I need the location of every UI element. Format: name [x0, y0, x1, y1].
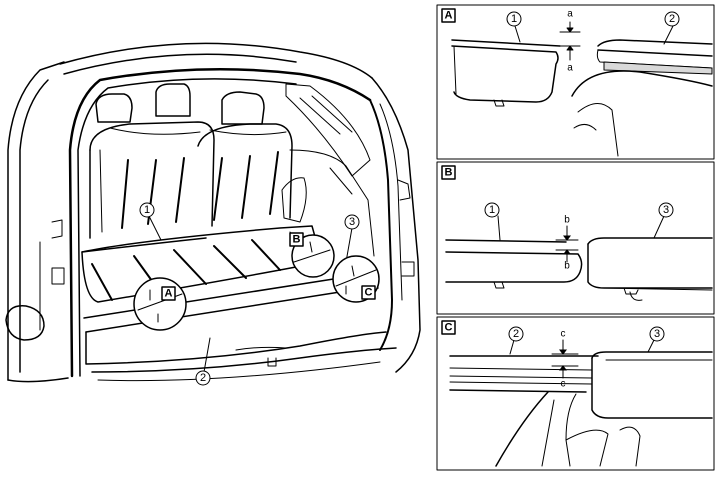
callout-part-3-label: 3 [349, 216, 355, 228]
detail-b-callout-left: 1 [484, 202, 500, 218]
callout-part-3: 3 [344, 214, 360, 230]
detail-b-header: B [441, 165, 456, 180]
detail-marker-b-label: B [293, 234, 301, 246]
detail-a-callout-left-label: 1 [511, 13, 517, 25]
detail-a-callout-right: 2 [664, 11, 680, 27]
detail-b-callout-right: 3 [658, 202, 674, 218]
detail-c-title: C [445, 322, 453, 334]
detail-panel-c [436, 316, 715, 471]
detail-a-callout-right-label: 2 [669, 13, 675, 25]
detail-c-callout-right-label: 3 [654, 328, 660, 340]
callout-part-1: 1 [139, 202, 155, 218]
detail-a-gap-label-bottom: a [567, 63, 573, 74]
detail-a-title: A [445, 10, 453, 22]
detail-marker-b: B [289, 232, 304, 247]
detail-marker-a-label: A [165, 288, 173, 300]
detail-panel-a [436, 4, 715, 160]
detail-b-title: B [445, 167, 453, 179]
detail-b-gap-label-bottom: b [564, 261, 570, 272]
detail-c-gap-label-top: c [561, 329, 566, 340]
callout-part-2: 2 [195, 370, 211, 386]
detail-a-callout-left: 1 [506, 11, 522, 27]
detail-b-callout-left-label: 1 [489, 204, 495, 216]
detail-marker-a: A [161, 286, 176, 301]
detail-c-callout-right: 3 [649, 326, 665, 342]
detail-a-gap-label-top: a [567, 9, 573, 20]
detail-a-header: A [441, 8, 456, 23]
callout-part-1-label: 1 [144, 204, 150, 216]
detail-marker-c-label: C [365, 287, 373, 299]
detail-c-header: C [441, 320, 456, 335]
vehicle-rear-overview [5, 42, 421, 383]
detail-b-gap-label-top: b [564, 215, 570, 226]
detail-panel-b [436, 161, 715, 315]
detail-c-callout-left-label: 2 [513, 328, 519, 340]
callout-part-2-label: 2 [200, 372, 206, 384]
detail-marker-c: C [361, 285, 376, 300]
detail-c-gap-label-bottom: c [561, 379, 566, 390]
detail-c-callout-left: 2 [508, 326, 524, 342]
detail-b-callout-right-label: 3 [663, 204, 669, 216]
